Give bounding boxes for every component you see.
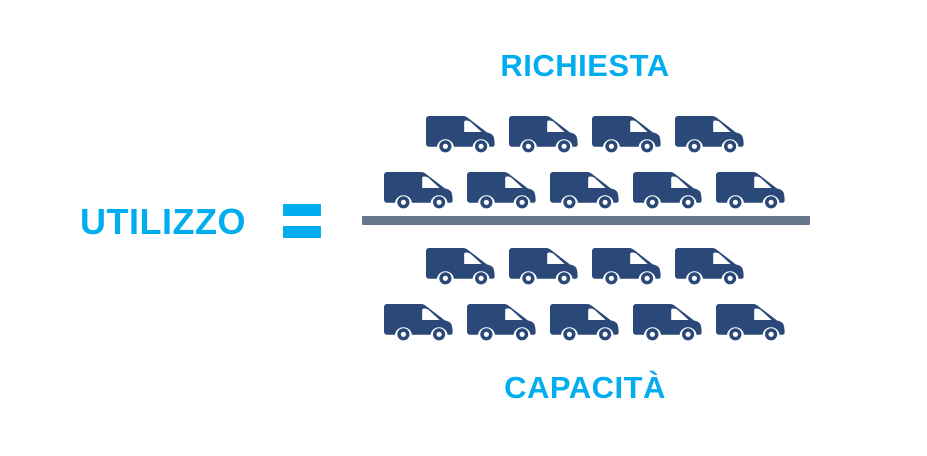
van-icon	[467, 164, 537, 210]
van-row	[350, 102, 820, 154]
van-icon	[384, 164, 454, 210]
van-icon	[550, 296, 620, 342]
van-icon	[716, 296, 786, 342]
van-icon	[633, 164, 703, 210]
van-icon	[550, 164, 620, 210]
van-icon	[674, 108, 745, 154]
van-row	[350, 158, 820, 210]
van-icon	[633, 296, 703, 342]
numerator-label: RICHIESTA	[500, 48, 670, 83]
denominator-label: CAPACITÀ	[504, 370, 666, 405]
van-icon	[591, 108, 662, 154]
fraction-bar	[362, 216, 810, 225]
utilization-term-label: UTILIZZO	[80, 201, 246, 242]
van-icon	[467, 296, 537, 342]
van-icon	[425, 108, 496, 154]
van-row	[350, 234, 820, 286]
van-icon	[508, 240, 579, 286]
van-row	[350, 290, 820, 342]
equals-bar-top	[283, 204, 321, 216]
equals-bar-bottom	[283, 226, 321, 238]
van-icon	[591, 240, 662, 286]
denominator-van-group	[350, 234, 820, 344]
numerator-van-group	[350, 102, 820, 212]
van-icon	[425, 240, 496, 286]
van-icon	[674, 240, 745, 286]
equals-sign	[283, 204, 321, 239]
fraction: RICHIESTA CAPACITÀ	[350, 30, 830, 426]
van-icon	[384, 296, 454, 342]
van-icon	[508, 108, 579, 154]
van-icon	[716, 164, 786, 210]
